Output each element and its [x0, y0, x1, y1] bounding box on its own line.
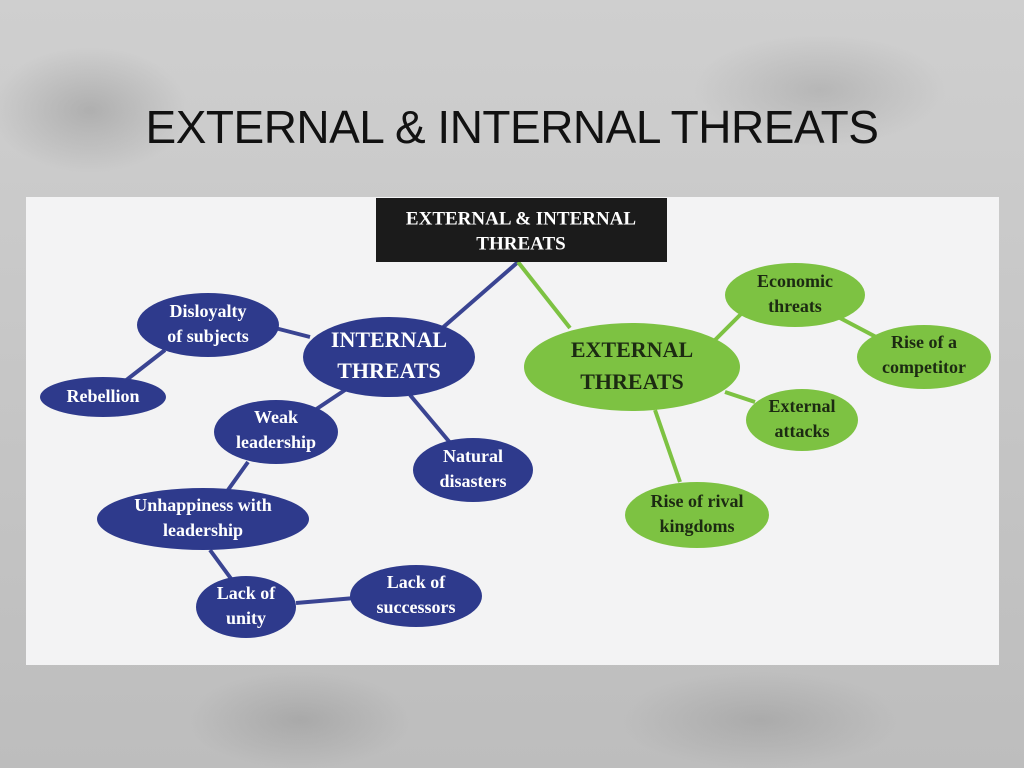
unity-label-line1: Lack of: [217, 583, 277, 603]
node-rise-of-rival-kingdoms: Rise of rival kingdoms: [625, 482, 769, 548]
unhappiness-label-line1: Unhappiness with: [134, 495, 272, 515]
natural-label-line2: disasters: [440, 471, 507, 491]
node-internal-threats: INTERNAL THREATS: [303, 317, 475, 397]
connector-internal-natural: [408, 393, 454, 447]
internal-label-line1: INTERNAL: [331, 327, 447, 352]
external-label-line2: THREATS: [580, 369, 684, 394]
competitor-label-line1: Rise of a: [891, 332, 957, 352]
connector-economic-competitor: [839, 316, 879, 340]
rival-label-line2: kingdoms: [659, 516, 734, 536]
disloyalty-label-line1: Disloyalty: [169, 301, 246, 321]
node-unhappiness-with-leadership: Unhappiness with leadership: [97, 488, 309, 550]
competitor-label-line2: competitor: [882, 357, 966, 377]
node-economic-threats: Economic threats: [725, 263, 865, 327]
economic-label-line2: threats: [768, 296, 822, 316]
slide-title: EXTERNAL & INTERNAL THREATS: [145, 101, 879, 153]
successors-label-line2: successors: [377, 597, 456, 617]
node-weak-leadership: Weak leadership: [214, 400, 338, 464]
node-lack-of-successors: Lack of successors: [350, 565, 482, 627]
connector-external-attacks: [724, 390, 756, 404]
rebellion-label: Rebellion: [66, 386, 139, 406]
rival-label-line1: Rise of rival: [651, 491, 744, 511]
connector-unity-successors: [295, 596, 356, 605]
attacks-label-line1: External: [769, 396, 836, 416]
node-external-threats: EXTERNAL THREATS: [524, 323, 740, 411]
root-node: EXTERNAL & INTERNAL THREATS: [376, 198, 667, 262]
natural-label-line1: Natural: [443, 446, 503, 466]
connector-root-internal: [438, 260, 520, 332]
node-disloyalty-of-subjects: Disloyalty of subjects: [137, 293, 279, 357]
root-label-line2: THREATS: [476, 233, 565, 254]
connector-weak-unhappiness: [226, 460, 250, 492]
node-lack-of-unity: Lack of unity: [196, 576, 296, 638]
weak-label-line2: leadership: [236, 432, 316, 452]
unhappiness-label-line2: leadership: [163, 520, 243, 540]
node-external-attacks: External attacks: [746, 389, 858, 451]
successors-label-line1: Lack of: [387, 572, 447, 592]
economic-label-line1: Economic: [757, 271, 833, 291]
disloyalty-label-line2: of subjects: [167, 326, 249, 346]
connector-unhappiness-unity: [208, 548, 234, 582]
root-label-line1: EXTERNAL & INTERNAL: [406, 208, 636, 229]
node-natural-disasters: Natural disasters: [413, 438, 533, 502]
connector-internal-disloyalty: [274, 326, 311, 339]
external-label-line1: EXTERNAL: [571, 337, 693, 362]
weak-label-line1: Weak: [254, 407, 298, 427]
connector-external-rival: [653, 409, 682, 483]
attacks-label-line2: attacks: [775, 421, 830, 441]
connector-root-external: [516, 260, 572, 330]
unity-label-line2: unity: [226, 608, 266, 628]
node-rise-of-a-competitor: Rise of a competitor: [857, 325, 991, 389]
node-rebellion: Rebellion: [40, 377, 166, 417]
connector-external-economic: [713, 308, 747, 342]
internal-label-line2: THREATS: [337, 358, 441, 383]
